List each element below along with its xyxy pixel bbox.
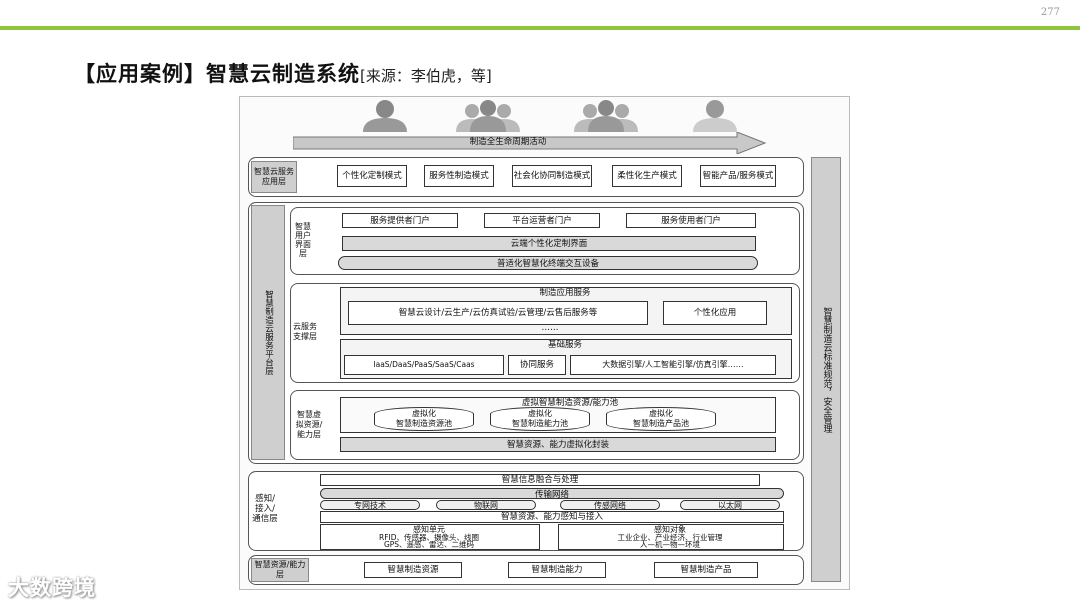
app-item: 个性化定制模式 xyxy=(337,165,407,187)
sense-object-line2: 人—机—物—环境 xyxy=(559,541,781,549)
page-number: 277 xyxy=(1041,7,1060,18)
pool-top-text: 虚拟化 xyxy=(412,409,436,419)
app-services-ellipsis: …… xyxy=(530,323,570,333)
resource-item: 智慧制造能力 xyxy=(508,562,606,578)
net-item: 传感网络 xyxy=(560,500,660,510)
watermark-logo: 大数跨境 xyxy=(8,572,96,602)
accent-line xyxy=(0,26,1080,30)
terminal-box: 普适化智慧化终端交互设备 xyxy=(338,256,758,270)
resource-item: 智慧制造产品 xyxy=(654,562,758,578)
app-item: 柔性化生产模式 xyxy=(612,165,682,187)
net-item: 专网技术 xyxy=(320,500,420,510)
portal-box: 服务使用者门户 xyxy=(626,213,756,228)
resource-pool-db: 虚拟化 智慧制造资源池 xyxy=(374,407,474,431)
custom-ui-box: 云端个性化定制界面 xyxy=(342,236,756,251)
network-box: 传输网络 xyxy=(320,488,784,499)
pool-top-text: 虚拟化 xyxy=(528,409,552,419)
capability-pool-db: 虚拟化 智慧制造能力池 xyxy=(490,407,590,431)
sense-unit-box: 感知单元 RFID、传感器、摄像头、线圈 GPS、遥感、雷达、二维码 xyxy=(320,524,540,550)
encapsulation-box: 智慧资源、能力虚拟化封装 xyxy=(340,437,776,452)
source-citation: [来源：李伯虎，等] xyxy=(360,67,492,85)
standards-label: 智慧制造云标准规范，安全管理 xyxy=(821,307,832,433)
architecture-diagram: 制造全生命周期活动 智慧制造云标准规范，安全管理 智慧云服务应用层 个性化定制模… xyxy=(239,96,850,590)
lifecycle-label: 制造全生命周期活动 xyxy=(293,135,723,149)
access-box: 智慧资源、能力感知与接入 xyxy=(320,511,784,523)
user-group-icon xyxy=(566,99,646,133)
sense-layer-label: 感知/接入/通信层 xyxy=(252,481,278,537)
app-item: 社会化协同制造模式 xyxy=(512,165,592,187)
product-pool-db: 虚拟化 智慧制造产品池 xyxy=(606,407,716,431)
user-icon xyxy=(680,99,750,133)
base-service-box: 协同服务 xyxy=(508,355,566,375)
user-group-icon xyxy=(448,99,528,133)
ui-sublayer-label: 智慧用户界面层 xyxy=(293,209,313,271)
resource-layer-label: 智慧资源/能力层 xyxy=(251,558,309,582)
pool-bottom-text: 智慧制造资源池 xyxy=(396,419,452,429)
app-layer-label: 智慧云服务应用层 xyxy=(251,161,297,193)
user-group-icon xyxy=(350,99,420,133)
title-text: 【应用案例】智慧云制造系统 xyxy=(74,62,360,86)
net-item: 以太网 xyxy=(680,500,780,510)
slide-title: 【应用案例】智慧云制造系统[来源：李伯虎，等] xyxy=(74,58,492,88)
sense-unit-line2: GPS、遥感、雷达、二维码 xyxy=(321,541,537,549)
platform-layer-label: 智慧制造云服务平台层 xyxy=(251,205,285,460)
sense-object-box: 感知对象 工业企业、产业经济、行业管理 人—机—物—环境 xyxy=(558,524,784,550)
fusion-box: 智慧信息融合与处理 xyxy=(320,474,760,486)
watermark-text: 大数跨境 xyxy=(8,576,96,600)
virtual-sublayer-label: 智慧虚拟资源/能力层 xyxy=(294,397,324,453)
portal-box: 服务提供者门户 xyxy=(342,213,458,228)
platform-layer-text: 智慧制造云服务平台层 xyxy=(263,290,274,375)
standards-bar: 智慧制造云标准规范，安全管理 xyxy=(811,157,841,582)
app-services-title: 制造应用服务 xyxy=(480,287,650,299)
app-item: 服务性制造模式 xyxy=(424,165,494,187)
pool-bottom-text: 智慧制造产品池 xyxy=(633,419,689,429)
pool-top-text: 虚拟化 xyxy=(649,409,673,419)
base-services-title: 基础服务 xyxy=(500,339,630,351)
base-service-box: IaaS/DaaS/PaaS/SaaS/Caas xyxy=(344,355,504,375)
pool-bottom-text: 智慧制造能力池 xyxy=(512,419,568,429)
app-item: 智能产品/服务模式 xyxy=(700,165,776,187)
portal-box: 平台运营者门户 xyxy=(484,213,600,228)
support-sublayer-label: 云服务支撑层 xyxy=(293,312,317,352)
app-services-box: 智慧云设计/云生产/云仿真试验/云管理/云售后服务等 xyxy=(348,301,648,325)
net-item: 物联网 xyxy=(436,500,536,510)
personalized-app-box: 个性化应用 xyxy=(663,301,767,325)
resource-item: 智慧制造资源 xyxy=(364,562,462,578)
base-service-box: 大数据引擎/人工智能引擎/仿真引擎…… xyxy=(570,355,776,375)
